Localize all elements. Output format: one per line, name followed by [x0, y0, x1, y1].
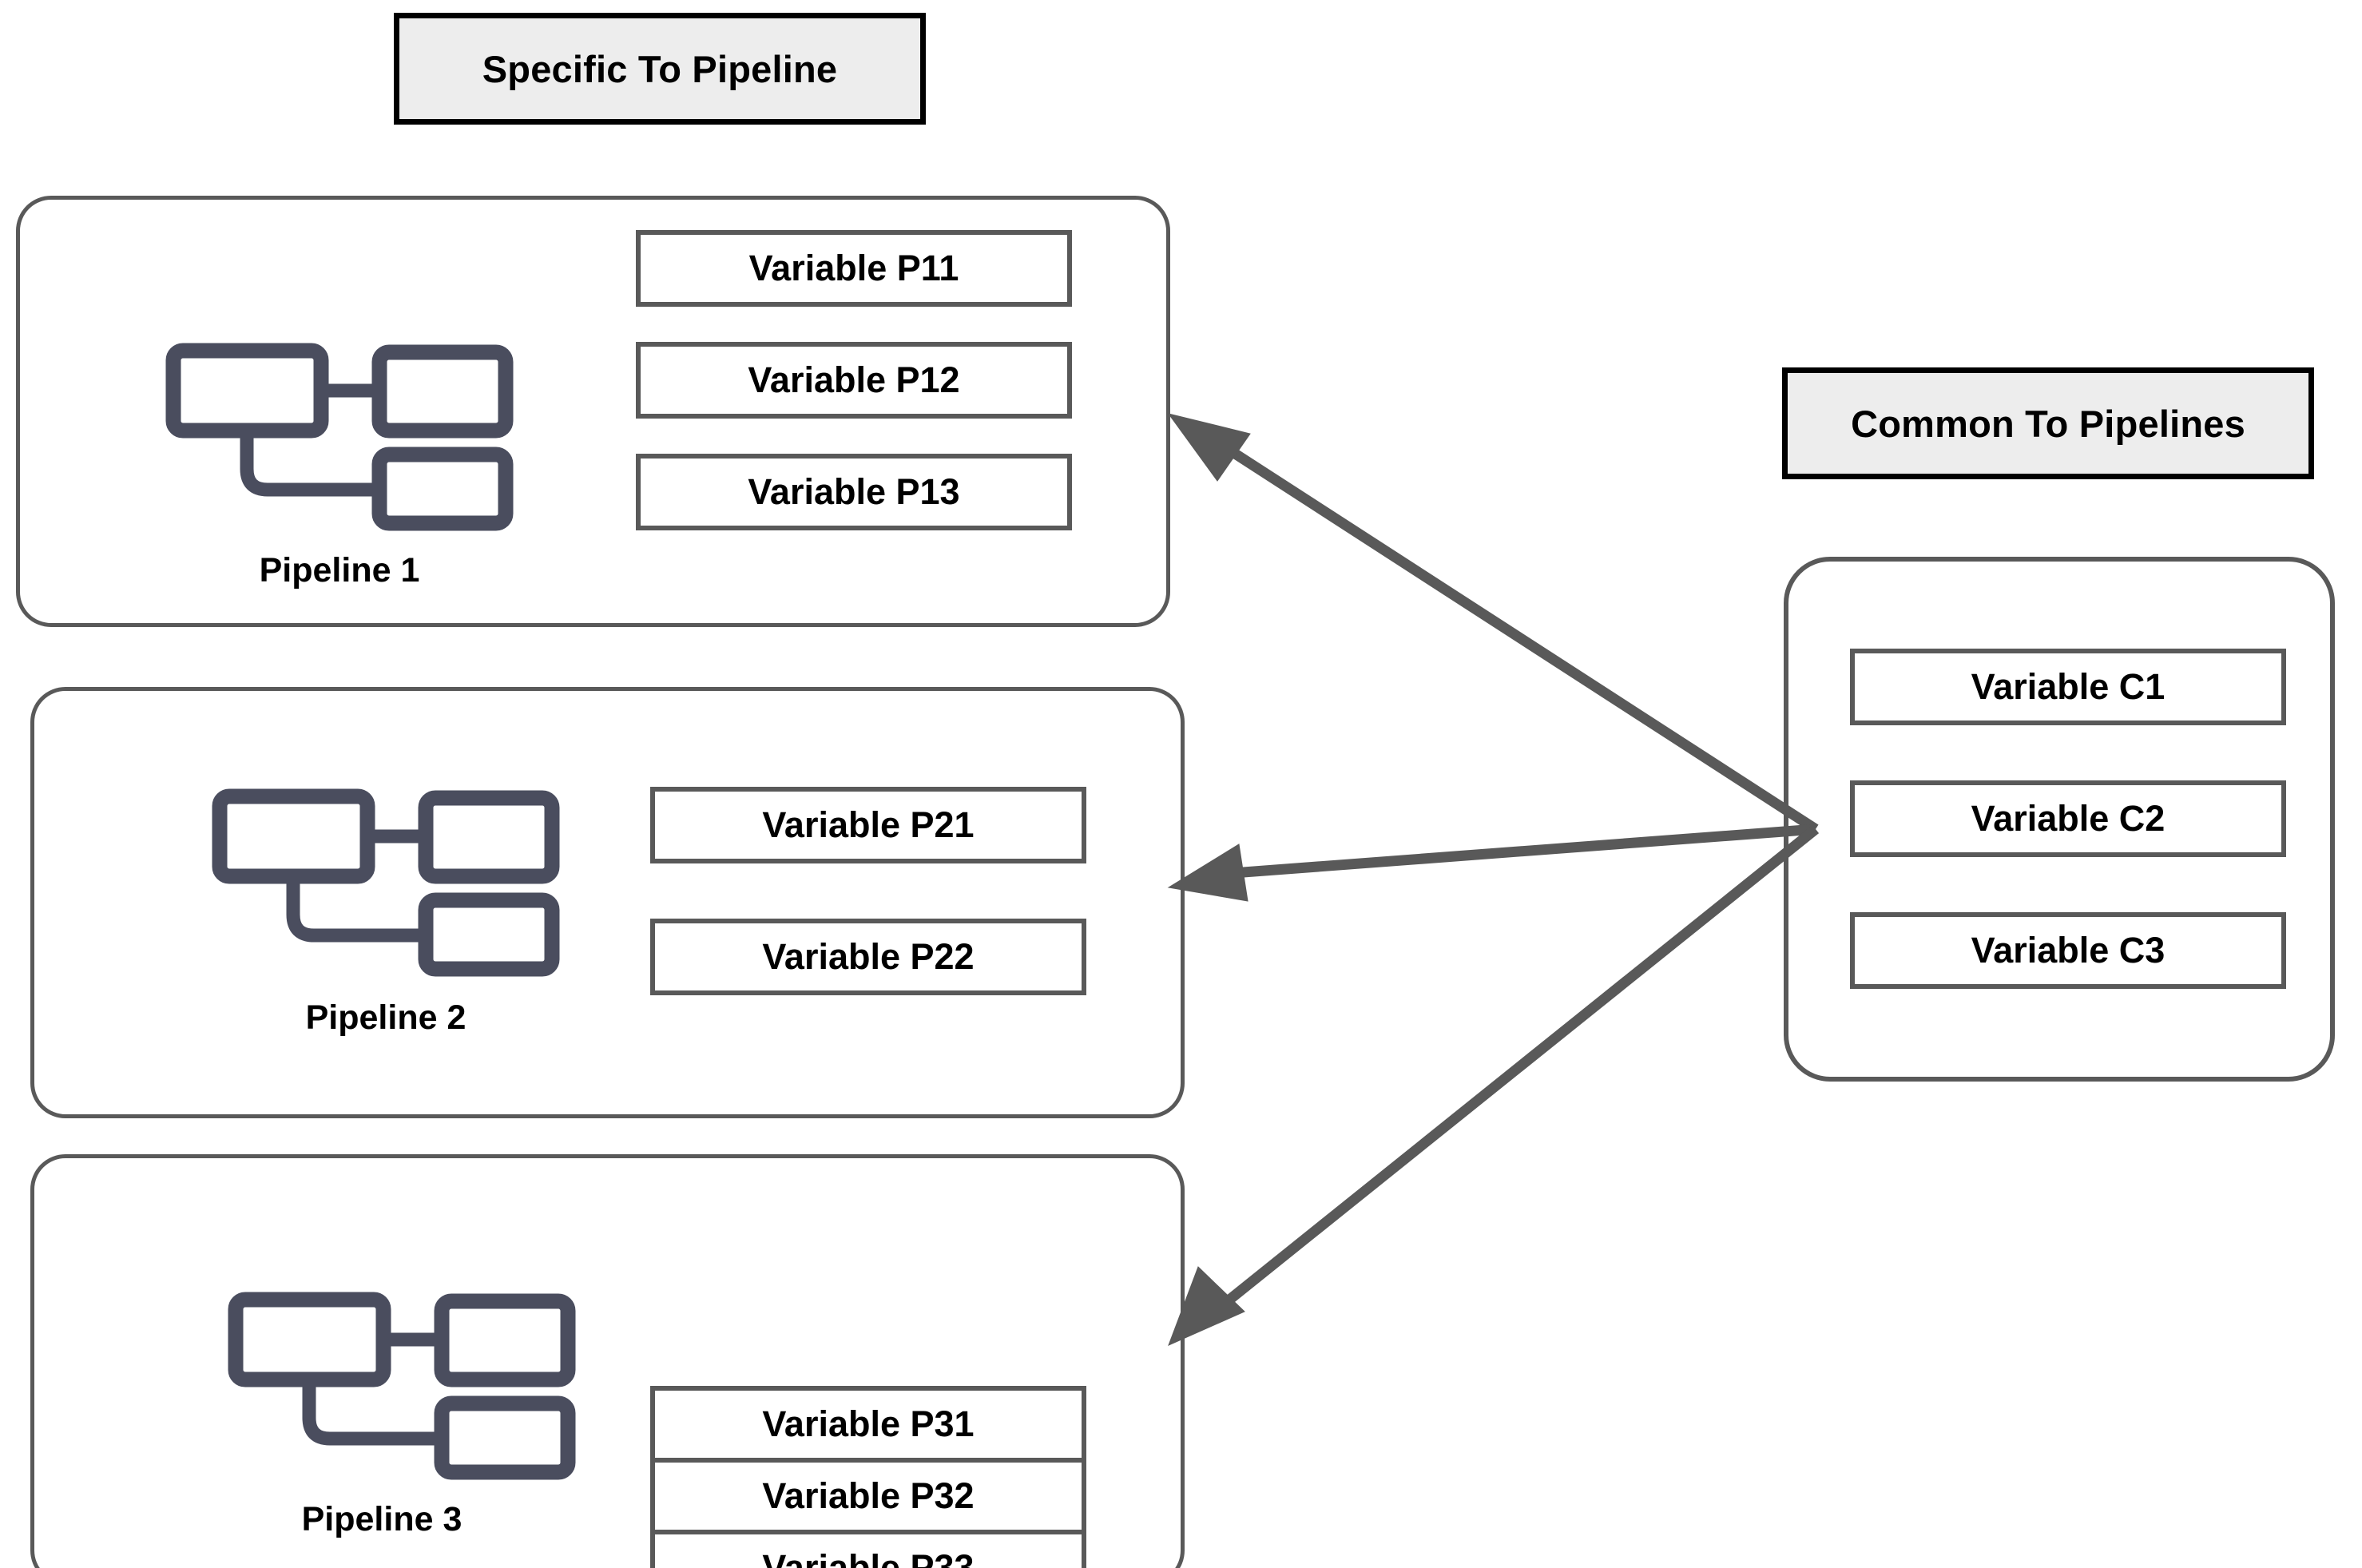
pipeline-flow-icon [228, 1292, 576, 1480]
variable-label: Variable P13 [748, 471, 960, 512]
arrow-common-to-pipeline-2 [1167, 824, 1816, 902]
variable-box-p33[interactable]: Variable P33 [650, 1530, 1086, 1568]
variable-label: Variable P33 [762, 1547, 975, 1568]
pipeline-card-1[interactable]: Pipeline 1 Variable P11 Variable P12 Var… [16, 196, 1170, 627]
pipeline-label-2: Pipeline 2 [305, 998, 466, 1037]
variable-box-p13[interactable]: Variable P13 [636, 454, 1072, 530]
variable-label: Variable C3 [1971, 930, 2165, 971]
variable-box-c1[interactable]: Variable C1 [1850, 649, 2286, 725]
pipeline-flow-icon [212, 788, 560, 977]
variable-label: Variable P12 [748, 359, 960, 400]
variable-label: Variable P32 [762, 1475, 975, 1516]
variable-box-p31[interactable]: Variable P31 [650, 1386, 1086, 1463]
arrow-common-to-pipeline-1 [1167, 413, 1819, 834]
variable-box-c2[interactable]: Variable C2 [1850, 780, 2286, 857]
variable-label: Variable P31 [762, 1403, 975, 1444]
variable-label: Variable P21 [762, 804, 975, 845]
specific-to-pipeline-header-label: Specific To Pipeline [482, 47, 838, 90]
common-to-pipelines-header-label: Common To Pipelines [1851, 402, 2245, 445]
variable-box-c3[interactable]: Variable C3 [1850, 912, 2286, 989]
variable-label: Variable P11 [748, 248, 959, 288]
specific-to-pipeline-header: Specific To Pipeline [394, 13, 926, 125]
common-to-pipelines-header: Common To Pipelines [1782, 367, 2314, 479]
variable-box-p22[interactable]: Variable P22 [650, 919, 1086, 995]
variable-box-p21[interactable]: Variable P21 [650, 787, 1086, 863]
pipeline-label-1: Pipeline 1 [259, 551, 420, 589]
variable-box-p32[interactable]: Variable P32 [650, 1458, 1086, 1534]
variable-box-p12[interactable]: Variable P12 [636, 342, 1072, 419]
variable-label: Variable C2 [1971, 798, 2165, 839]
pipeline-card-2[interactable]: Pipeline 2 Variable P21 Variable P22 [30, 687, 1185, 1118]
pipeline-label-3: Pipeline 3 [301, 1500, 462, 1538]
arrow-common-to-pipeline-3 [1168, 824, 1820, 1346]
common-variables-panel[interactable]: Variable C1 Variable C2 Variable C3 [1784, 557, 2335, 1082]
variable-label: Variable C1 [1971, 666, 2165, 707]
pipeline-flow-icon [165, 343, 514, 531]
pipeline-card-3[interactable]: Pipeline 3 Variable P31 Variable P32 Var… [30, 1154, 1185, 1568]
variable-box-p11[interactable]: Variable P11 [636, 230, 1072, 307]
variable-label: Variable P22 [762, 936, 975, 977]
